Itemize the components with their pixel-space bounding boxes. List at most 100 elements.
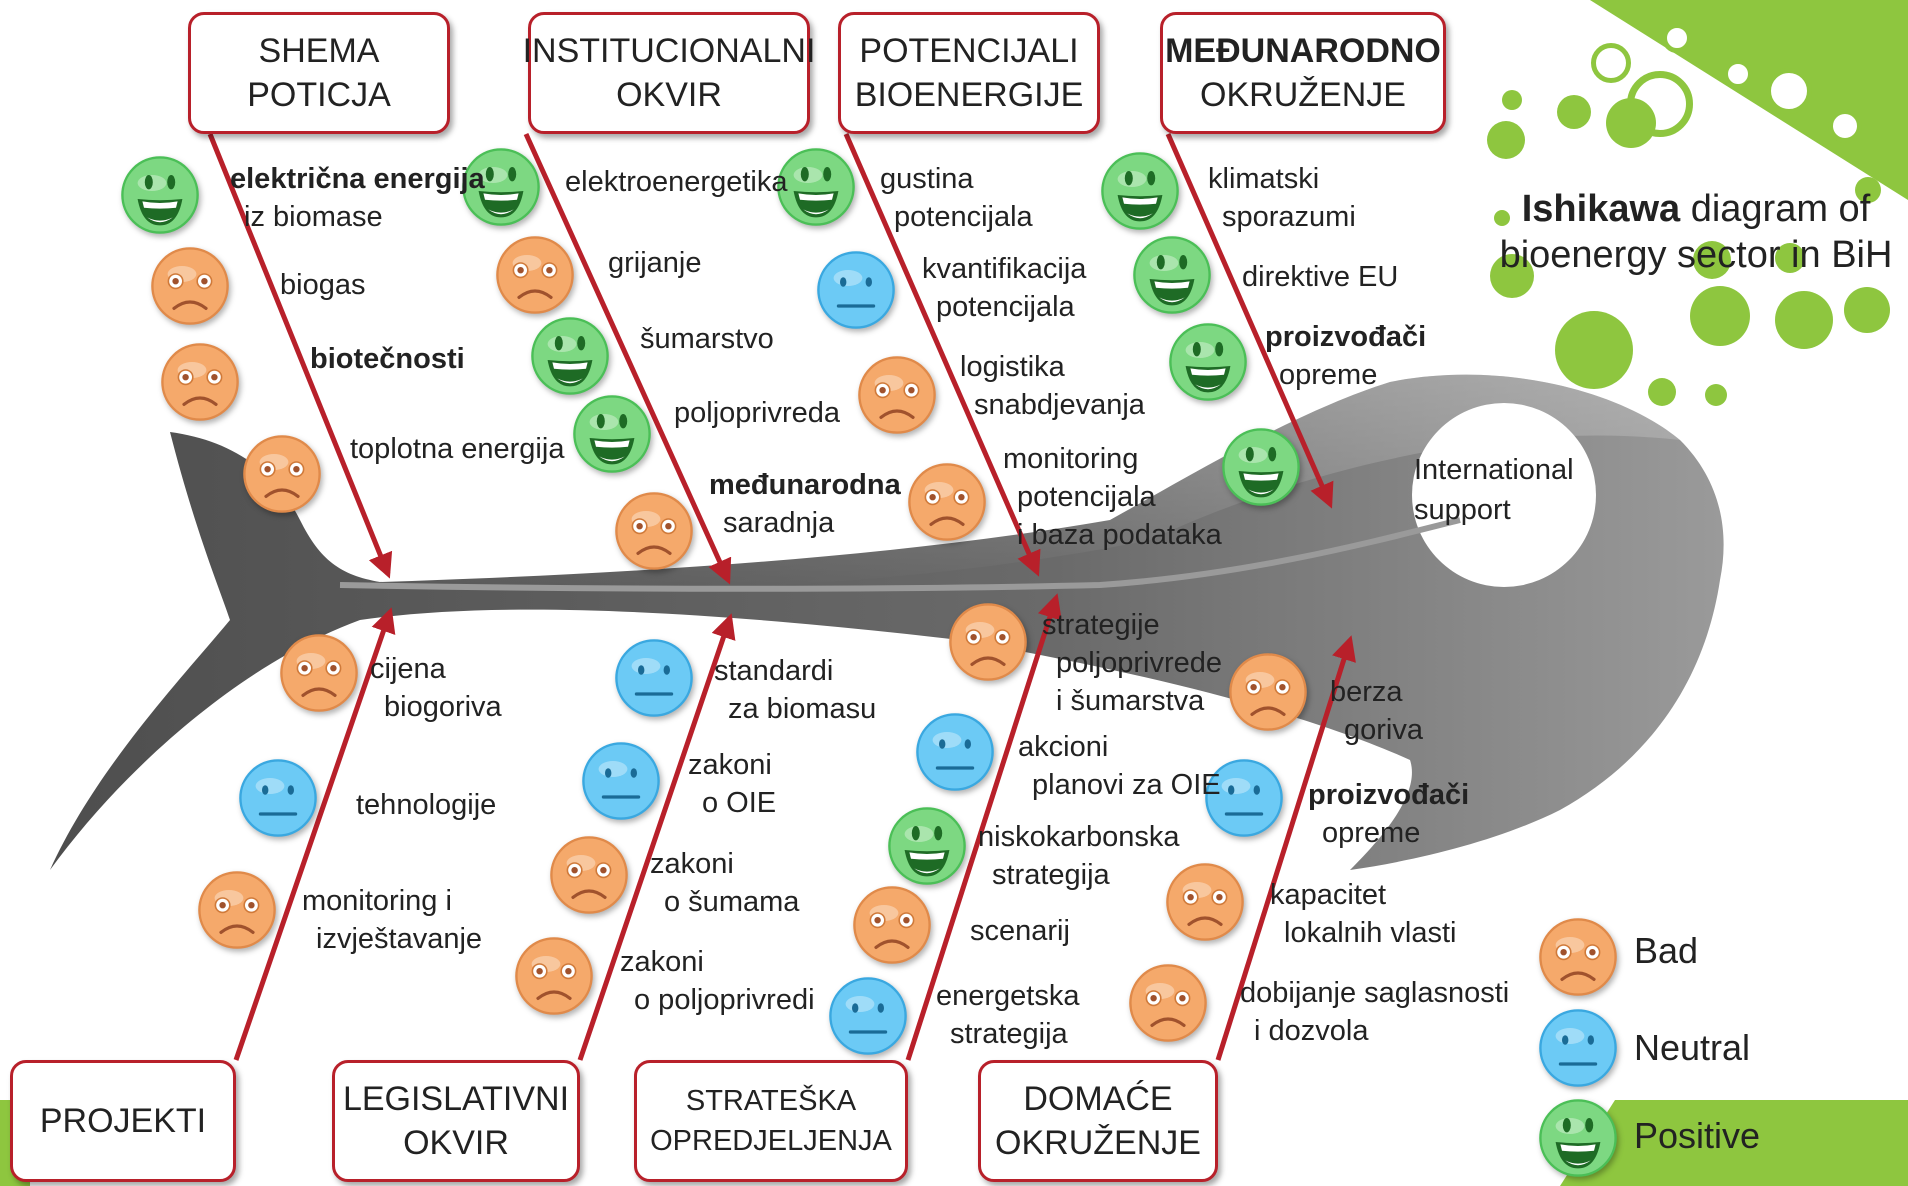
category-line: OKRUŽENJE <box>995 1124 1201 1162</box>
cause-label-line: o OIE <box>702 787 777 819</box>
category-shema-poticja: SHEMA POTICJA <box>188 12 450 134</box>
cause-label-line: potencijala <box>936 291 1075 323</box>
decorative-dot <box>1775 291 1833 349</box>
neutral-face-icon <box>1539 1009 1617 1087</box>
cause-label-inst: grijanje <box>608 244 702 282</box>
cause-label-line: monitoring i <box>302 885 452 917</box>
cause-label-line: o šumama <box>664 886 800 918</box>
positive-face-icon <box>1133 236 1211 314</box>
decorative-dot <box>1844 287 1890 333</box>
cause-label-line: potencijala <box>1017 481 1156 513</box>
cause-label-line: i šumarstva <box>1056 685 1205 717</box>
cause-label-line: opreme <box>1322 817 1421 849</box>
cause-label-line: grijanje <box>608 247 702 279</box>
category-line: BIOENERGIJE <box>854 76 1084 114</box>
cause-label-line: izvještavanje <box>316 923 483 955</box>
category-line: OPREDJELJENJA <box>650 1125 892 1157</box>
category-projekti: PROJEKTI <box>10 1060 236 1182</box>
positive-face-icon <box>777 148 855 226</box>
positive-face-icon <box>1222 428 1300 506</box>
bad-face-icon <box>1229 653 1307 731</box>
cause-label-proj: monitoring i izvještavanje <box>302 882 482 958</box>
bad-face-icon <box>515 937 593 1015</box>
fish-eye <box>1412 403 1596 587</box>
cause-label-line: biogoriva <box>384 691 502 723</box>
cause-label-medj: direktive EU <box>1242 258 1398 296</box>
title-line2: bioenergy sector in BiH <box>1499 234 1893 276</box>
cause-arrow <box>843 133 1041 577</box>
cause-label-line: standardi <box>714 655 834 687</box>
cause-label-line: toplotna energija <box>350 433 565 465</box>
cause-label-line: elektroenergetika <box>565 166 788 198</box>
cause-label-line: cijena <box>370 653 446 685</box>
cause-label-line: kapacitet <box>1270 879 1387 911</box>
decorative-dot <box>1502 90 1522 110</box>
decorative-dot <box>1487 121 1525 159</box>
neutral-face-icon <box>1205 759 1283 837</box>
cause-label-line: strategije <box>1042 609 1160 641</box>
cause-label-line: snabdjevanja <box>974 389 1145 421</box>
decorative-dot <box>1648 378 1676 406</box>
cause-label-line: opreme <box>1279 359 1378 391</box>
category-potencijali-bioenergije: POTENCIJALI BIOENERGIJE <box>838 12 1100 134</box>
cause-label-line: sporazumi <box>1222 201 1356 233</box>
cause-label-line: biogas <box>280 269 366 301</box>
decorative-dot <box>1555 311 1633 389</box>
bad-face-icon <box>949 603 1027 681</box>
decorative-dot <box>1775 243 1805 273</box>
cause-arrow <box>233 607 396 1061</box>
cause-label-inst: poljoprivreda <box>674 394 840 432</box>
cause-arrow <box>1165 132 1334 509</box>
decorative-dot <box>1766 68 1812 114</box>
decorative-dot <box>1662 23 1692 53</box>
neutral-face-icon <box>239 759 317 837</box>
head-label-line1: International <box>1414 454 1574 486</box>
decorative-dot <box>1591 43 1631 83</box>
cause-label-line: električna energija <box>230 163 485 195</box>
bad-face-icon <box>615 492 693 570</box>
cause-label-strat: strategije poljoprivrede i šumarstva <box>1042 606 1222 720</box>
decorative-dot <box>1490 254 1534 298</box>
category-line: OKRUŽENJE <box>1200 76 1406 114</box>
bad-face-icon <box>1129 964 1207 1042</box>
cause-label-shema: toplotna energija <box>350 430 564 468</box>
bad-face-icon <box>243 435 321 513</box>
cause-label-line: poljoprivrede <box>1056 647 1223 679</box>
cause-label-line: scenarij <box>970 915 1070 947</box>
cause-label-dom: dobijanje saglasnosti i dozvola <box>1240 974 1509 1050</box>
category-line: POTICJA <box>247 76 391 114</box>
positive-face-icon <box>1539 1099 1617 1177</box>
cause-label-line: dobijanje saglasnosti <box>1240 977 1510 1009</box>
positive-face-icon <box>1101 152 1179 230</box>
fish-spine <box>339 517 1461 592</box>
category-line: STRATEŠKA <box>685 1085 857 1117</box>
cause-label-line: potencijala <box>894 201 1033 233</box>
neutral-face-icon <box>582 742 660 820</box>
cause-label-shema: biotečnosti <box>310 340 465 378</box>
cause-label-line: i dozvola <box>1254 1015 1369 1047</box>
cause-label-line: tehnologije <box>356 789 497 821</box>
cause-label-medj: klimatski sporazumi <box>1208 160 1356 236</box>
cause-arrow <box>523 132 732 585</box>
bad-face-icon <box>858 356 936 434</box>
head-label-line2: support <box>1414 494 1511 526</box>
neutral-face-icon <box>817 251 895 329</box>
cause-arrow <box>207 133 393 579</box>
cause-label-line: zakoni <box>650 848 734 880</box>
cause-label-line: klimatski <box>1208 163 1320 195</box>
decorative-dot <box>1855 177 1881 203</box>
bad-face-icon <box>550 836 628 914</box>
cause-label-line: i baza podataka <box>1017 519 1222 551</box>
positive-face-icon <box>462 148 540 226</box>
bad-face-icon <box>151 247 229 325</box>
